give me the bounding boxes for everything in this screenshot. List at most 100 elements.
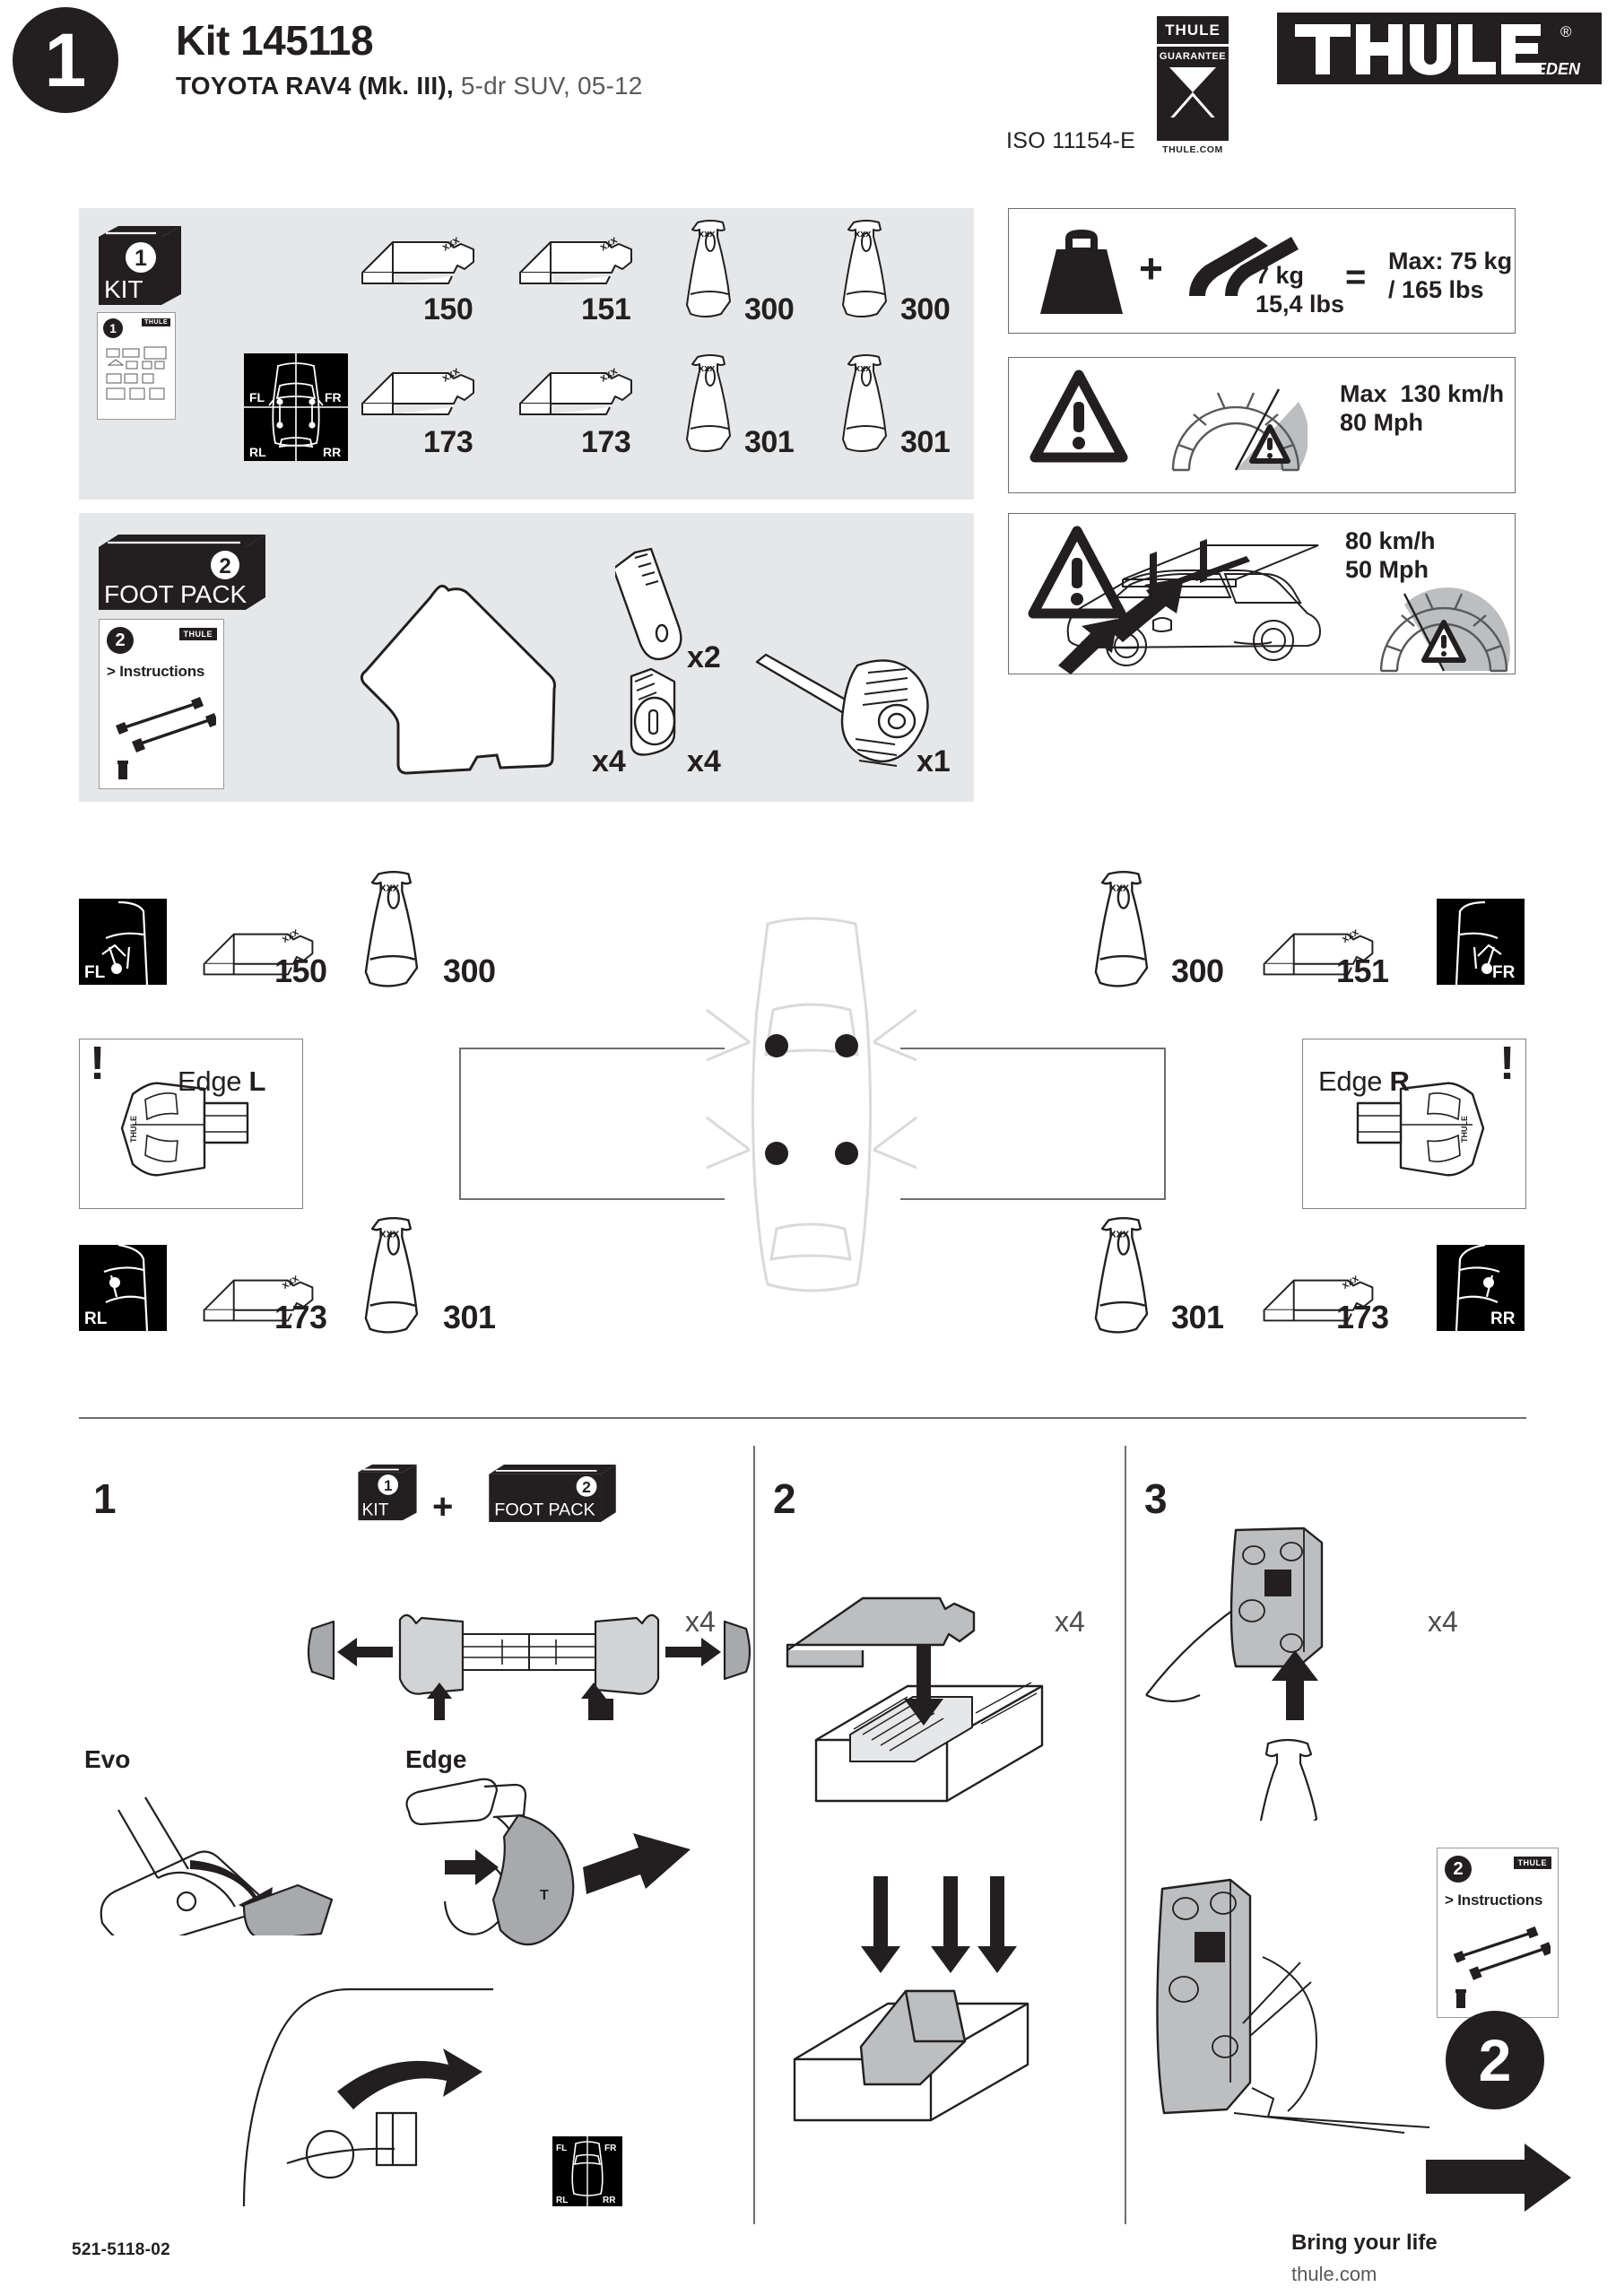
step-2-number: 2 xyxy=(773,1475,796,1522)
step-1-edge-label: Edge xyxy=(405,1745,467,1773)
car-top-view-icon: FL FR RL RR xyxy=(556,2136,617,2206)
connector-line-fr-v xyxy=(1164,1048,1166,1200)
foot-placement-icon xyxy=(242,1987,493,2207)
lock-cylinder-icon xyxy=(117,761,128,779)
placement-foot-300-right: 300 xyxy=(1171,952,1224,989)
foot-bracket-icon: xxx xyxy=(686,220,731,317)
guarantee-url: THULE.COM xyxy=(1162,144,1223,155)
step1-kit-number: 1 xyxy=(384,1477,392,1494)
guarantee-body: GUARANTEE xyxy=(1157,47,1229,141)
foot-bracket-icon: xxx xyxy=(842,220,887,317)
tile-label-fr: FR xyxy=(604,2144,617,2153)
vehicle-subtitle: TOYOTA RAV4 (Mk. III), 5-dr SUV, 05-12 xyxy=(176,72,643,100)
pad-insertion-icon xyxy=(786,1596,1044,1803)
svg-text:xxx: xxx xyxy=(379,881,400,894)
step-divider-1 xyxy=(753,1446,755,2224)
warning-bang-left: ! xyxy=(90,1038,106,1090)
max-prefix: Max xyxy=(1340,380,1387,407)
document-code: 521-5118-02 xyxy=(72,2240,171,2259)
pad-outline-icon xyxy=(360,584,556,775)
hourglass-icon xyxy=(1157,67,1229,128)
car-top-view-icon: FL FR RL RR xyxy=(244,353,348,461)
step1-plus: + xyxy=(432,1487,454,1526)
svg-text:T: T xyxy=(540,1888,549,1903)
max-load: Max: 75 kg / 165 lbs xyxy=(1388,248,1512,305)
svg-text:xxx: xxx xyxy=(1109,1227,1130,1240)
max-speed-warning xyxy=(1008,357,1516,493)
booklet-contents-icon xyxy=(106,346,167,400)
kit-box-label: KIT xyxy=(104,275,143,303)
accessory-weight: 7 kg 15,4 lbs xyxy=(1255,262,1344,319)
booklet-number: 2 xyxy=(1445,1856,1472,1883)
tile-label-rr: RR xyxy=(323,445,341,459)
part-number-173-2: 173 xyxy=(581,425,631,459)
equals-symbol: = xyxy=(1345,257,1367,297)
tile-label-rl: RL xyxy=(556,2196,568,2205)
max-speed-mph: 80 Mph xyxy=(1340,408,1424,436)
part-number-151: 151 xyxy=(581,292,631,326)
foot-bracket-icon: xxx xyxy=(1094,1216,1149,1334)
max-speed-kmh: 130 km/h xyxy=(1400,380,1505,407)
booklet-thule-logo: THULE xyxy=(1513,1857,1551,1869)
booklet-instructions-label: > Instructions xyxy=(107,663,205,680)
svg-text:xxx: xxx xyxy=(855,363,872,374)
warning-bang-right: ! xyxy=(1499,1038,1516,1090)
rubber-pad-icon: xxx xyxy=(361,233,474,284)
part-number-173: 173 xyxy=(423,425,474,459)
svg-text:xxx: xxx xyxy=(379,1227,400,1240)
tile-label-rl: RL xyxy=(249,445,266,459)
speedometer-icon xyxy=(1379,587,1510,673)
vehicle-model: TOYOTA RAV4 (Mk. III), xyxy=(176,72,454,100)
kit-box-icon: 1 KIT xyxy=(99,226,181,305)
next-arrow-icon xyxy=(1426,2144,1571,2212)
svg-text:xxx: xxx xyxy=(855,229,872,239)
step-1-number: 1 xyxy=(93,1475,117,1522)
max-speed-line1: Max 130 km/h xyxy=(1340,380,1504,409)
car-with-load-icon xyxy=(1058,539,1322,674)
tile-label-fl: FL xyxy=(249,390,265,404)
max-speed-text: Max 130 km/h 80 Mph xyxy=(1340,380,1504,438)
booklet-thule-logo: THULE xyxy=(178,628,217,640)
booklet-number: 1 xyxy=(103,318,123,338)
part-number-300: 300 xyxy=(744,292,795,326)
thule-sweden-label: SWEDEN xyxy=(1509,60,1581,78)
wrench-quantity: x1 xyxy=(917,744,951,778)
thule-logo: ® SWEDEN xyxy=(1277,13,1602,84)
svg-text:THULE: THULE xyxy=(129,1116,138,1143)
lock-quantity: x4 xyxy=(687,744,721,778)
loaded-speed-kmh: 80 km/h xyxy=(1345,527,1436,554)
lock-cylinder-icon xyxy=(630,667,676,756)
foot-bracket-icon: xxx xyxy=(686,354,731,452)
guarantee-brand: THULE xyxy=(1157,16,1229,44)
click-lock-icon: Click xyxy=(1137,1857,1430,2134)
edge-left-side: L xyxy=(248,1065,266,1097)
step1-position-tile: FL FR RL RR xyxy=(552,2136,622,2206)
part-number-301: 301 xyxy=(744,425,795,459)
placement-pad-173-right: 173 xyxy=(1336,1299,1389,1335)
edge-left-text: Edge xyxy=(178,1065,249,1097)
rubber-pad-icon: xxx xyxy=(1263,1272,1374,1322)
edge-foot-left-icon: THULE xyxy=(120,1082,249,1177)
svg-text:xxx: xxx xyxy=(699,229,716,239)
speedometer-icon xyxy=(1171,388,1308,472)
car-corner-rl-icon: RL xyxy=(84,1245,149,1331)
placement-foot-301-right: 301 xyxy=(1171,1299,1224,1335)
foot-bracket-icon: xxx xyxy=(1094,870,1149,987)
car-corner-fr-icon: FR xyxy=(1455,900,1516,985)
step1-footpack-label: FOOT PACK xyxy=(494,1500,595,1519)
kit-instruction-booklet: 1 THULE xyxy=(97,312,176,420)
svg-text:THULE: THULE xyxy=(1460,1116,1469,1143)
rubber-pad-icon: xxx xyxy=(203,926,314,976)
connector-line-fl-v xyxy=(459,1048,461,1200)
car-outline-center xyxy=(706,917,917,1292)
warning-triangle-icon xyxy=(1030,370,1128,463)
step-divider-2 xyxy=(1125,1446,1126,2224)
booklet-instructions-label: > Instructions xyxy=(1445,1892,1543,1909)
endcap-removal-icon xyxy=(307,1613,752,1720)
roof-bars-icon xyxy=(1189,237,1299,296)
placement-pad-151: 151 xyxy=(1336,952,1389,989)
tile-label-rr: RR xyxy=(1490,1309,1516,1328)
accessory-weight-kg: 7 kg xyxy=(1255,262,1305,289)
brand-url: thule.com xyxy=(1291,2263,1377,2285)
guarantee-label: GUARANTEE xyxy=(1159,51,1227,62)
